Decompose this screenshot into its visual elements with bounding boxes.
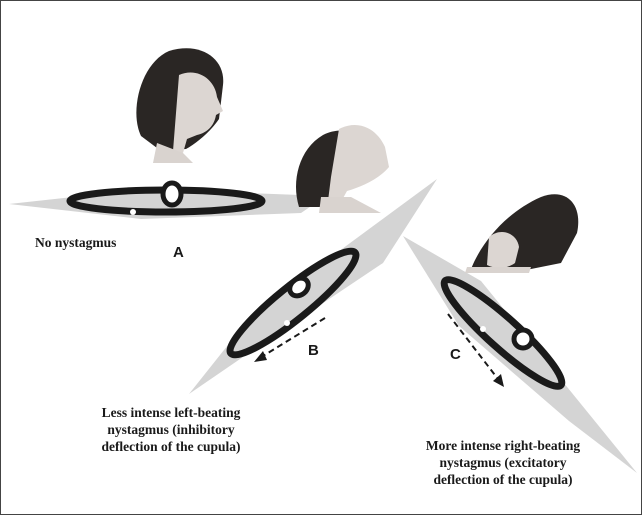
panel-c-letter: C	[450, 346, 461, 363]
panel-b-caption-line-2: nystagmus (inhibitory	[61, 421, 281, 438]
deflection-arrowhead-c	[493, 374, 504, 387]
cupula-marker-b	[284, 320, 290, 326]
panel-c-caption-line-3: deflection of the cupula)	[389, 471, 617, 488]
head-tilted-back-image	[296, 125, 389, 213]
panel-b-caption-line-1: Less intense left-beating	[61, 404, 281, 421]
panel-a-caption-line: No nystagmus	[35, 234, 116, 251]
ampulla-a	[163, 183, 181, 205]
panel-c-caption: More intense right-beating nystagmus (ex…	[389, 437, 617, 488]
panel-b-caption-line-3: deflection of the cupula)	[61, 438, 281, 455]
deflection-arrowhead-b	[254, 351, 267, 362]
cupula-marker-a	[130, 209, 136, 215]
cupula-marker-c	[480, 326, 486, 332]
ampulla-c	[514, 330, 532, 348]
panel-a-letter: A	[173, 244, 184, 261]
head-upright-image	[136, 48, 223, 163]
panel-c-caption-line-1: More intense right-beating	[389, 437, 617, 454]
panel-b-letter: B	[308, 342, 319, 359]
panel-c-caption-line-2: nystagmus (excitatory	[389, 454, 617, 471]
head-flexed-forward-image	[465, 194, 578, 273]
panel-a-caption: No nystagmus	[35, 234, 116, 251]
panel-a	[9, 183, 326, 219]
panel-b-caption: Less intense left-beating nystagmus (inh…	[61, 404, 281, 455]
